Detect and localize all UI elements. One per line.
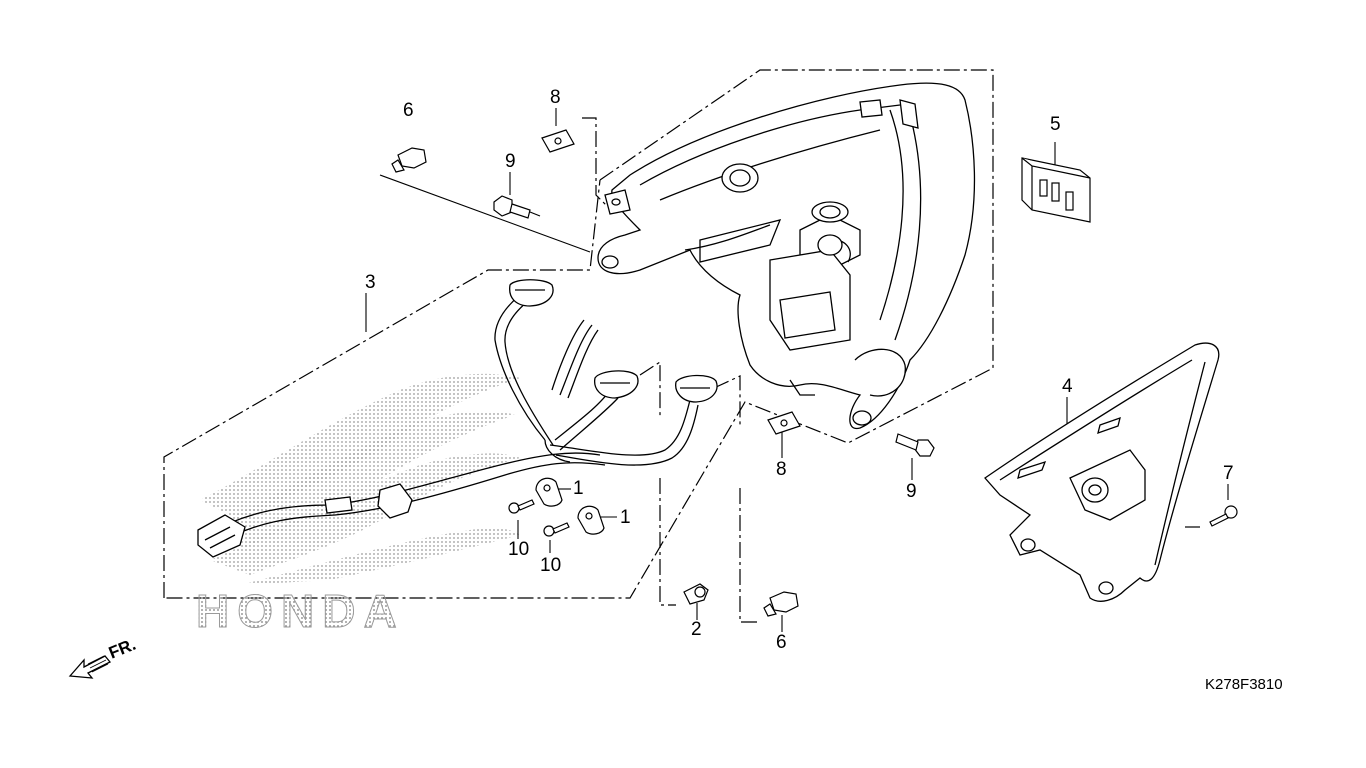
clamp-lower bbox=[577, 505, 605, 535]
flange-bolt-lower bbox=[895, 433, 935, 457]
callout-bulb-socket-lower: 6 bbox=[776, 632, 787, 653]
leader-lines bbox=[365, 108, 1229, 632]
callout-bulb-wedge: 2 bbox=[691, 619, 702, 640]
side-lens bbox=[984, 342, 1220, 602]
callout-clamp-upper: 1 bbox=[573, 478, 584, 499]
small-parts bbox=[391, 129, 1238, 617]
honda-wing-watermark bbox=[200, 373, 520, 585]
honda-watermark-text: HONDA bbox=[196, 585, 405, 638]
assembly-boundary-lines bbox=[163, 69, 1200, 623]
tail-light-housing bbox=[597, 82, 976, 429]
flange-bolt-upper bbox=[493, 195, 531, 219]
housing-group-outline bbox=[164, 69, 994, 599]
bulb-bracket-right-lower bbox=[739, 488, 760, 623]
harness-assembly bbox=[197, 279, 718, 558]
diagram-reference-code: K278F3810 bbox=[1205, 676, 1283, 693]
callout-clamp-lower: 1 bbox=[620, 507, 631, 528]
clipnut-bracket bbox=[582, 117, 607, 206]
clip-nut-upper bbox=[541, 129, 575, 153]
callout-bulb-socket-upper: 6 bbox=[403, 100, 414, 121]
harness-group-outline bbox=[163, 179, 601, 598]
clamp-upper bbox=[535, 477, 563, 507]
tapping-screw-lower bbox=[543, 522, 570, 537]
callout-harness-assembly: 3 bbox=[365, 272, 376, 293]
clip-nut-lower bbox=[767, 411, 801, 435]
callout-flange-bolt-upper: 9 bbox=[505, 151, 516, 172]
callout-clip-nut-lower: 8 bbox=[776, 459, 787, 480]
callout-tapping-screw-side: 7 bbox=[1223, 463, 1234, 484]
callout-side-lens: 4 bbox=[1062, 376, 1073, 397]
bulb-bracket-right bbox=[713, 375, 741, 428]
callout-tapping-screw-upper: 10 bbox=[508, 539, 530, 560]
bulb-bracket-left-lower bbox=[659, 478, 676, 606]
front-direction-arrow bbox=[68, 655, 112, 679]
callout-flange-bolt-lower: 9 bbox=[906, 481, 917, 502]
tapping-screw-side bbox=[1209, 505, 1238, 527]
callout-reflector: 5 bbox=[1050, 114, 1061, 135]
bulb-wedge bbox=[683, 583, 709, 605]
bulb-socket-upper bbox=[391, 147, 427, 173]
callout-clip-nut-upper: 8 bbox=[550, 87, 561, 108]
bulb-bracket-left bbox=[639, 360, 661, 418]
bulb-socket-lower bbox=[763, 591, 799, 617]
tapping-screw-upper bbox=[508, 499, 535, 514]
callout-tapping-screw-lower: 10 bbox=[540, 555, 562, 576]
reflector bbox=[1021, 157, 1091, 223]
